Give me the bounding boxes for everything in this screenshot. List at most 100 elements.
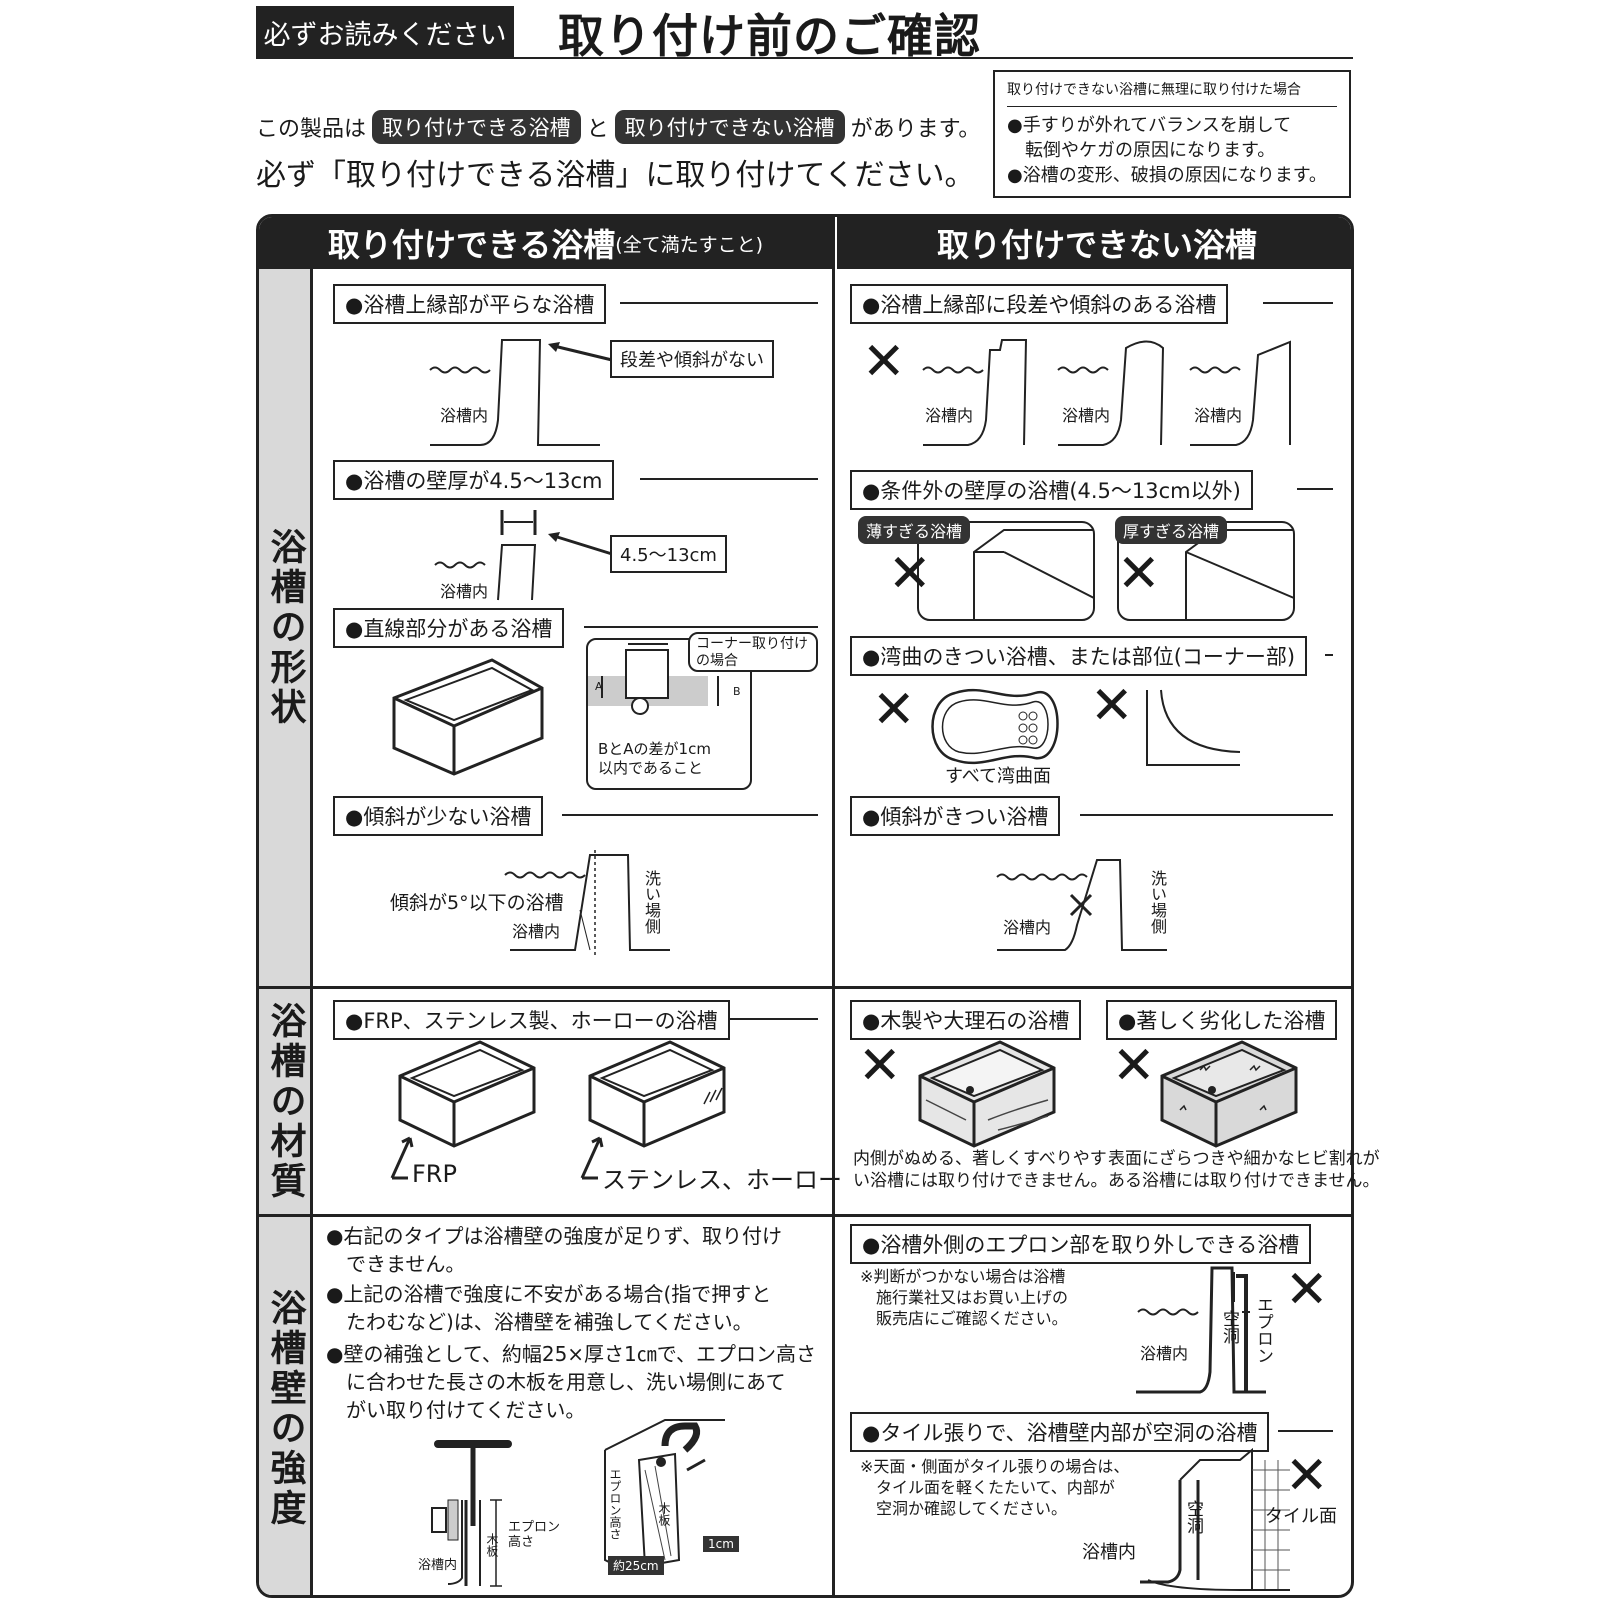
pill-not-installable: 取り付けできない浴槽 [614,110,845,144]
strength-paragraph-3: ●壁の補強として、約幅25×厚さ1㎝で、エプロン高さ に合わせた長さの木板を用意… [326,1342,816,1422]
section-text: 浴槽の材質 [264,1002,306,1202]
leader-line [640,478,818,480]
removable-apron-diagram [1136,1266,1266,1394]
column-divider [832,217,835,1595]
leader-line [1278,1430,1333,1432]
leader-line [562,814,818,816]
inside-label: 浴槽内 [1194,406,1243,425]
section-label-material: 浴槽の材質 [259,989,313,1215]
x-mark-icon: ✕ [1112,1036,1156,1096]
degraded-tub-icon [1160,1040,1298,1148]
inside-label: 浴槽内 [925,406,974,425]
strength-paragraph-2: ●上記の浴槽で強度に不安がある場合(指で押すと たわむなど)は、浴槽壁を補強して… [326,1282,772,1334]
apron-height-vertical-label: エプロン高さ [608,1468,622,1540]
x-mark-icon: ✕ [1285,1260,1329,1320]
slope-text: 傾斜が5°以下の浴槽 [390,892,564,914]
frp-tub-icon [398,1040,536,1148]
intro-text: この製品は [256,117,367,142]
warning-item: 転倒やケガの原因になります。 [1007,140,1276,161]
strength-paragraph-1: ●右記のタイプは浴槽壁の強度が足りず、取り付け できません。 [326,1224,783,1276]
callout-arrow [548,532,613,556]
x-mark-icon: ✕ [872,680,916,740]
apron-label: エプロン [1253,1296,1273,1364]
row-divider [259,1214,1351,1217]
label-step-rim: ●浴槽上縁部に段差や傾斜のある浴槽 [850,284,1229,324]
tile-face-label: タイル面 [1265,1506,1337,1527]
tile-wall-diagram [1140,1447,1290,1591]
steep-slope-diagram [996,859,1167,951]
leader-line [584,626,818,628]
read-first-badge: 必ずお読みください [256,6,514,58]
inside-label: 浴槽内 [1140,1344,1189,1363]
corner-detail-diagram [588,643,719,715]
warning-item: ●浴槽の変形、破損の原因になります。 [1007,165,1327,186]
callout-arrow [548,342,613,362]
tub-box-diagram [392,658,544,776]
wash-side-label: 洗い場側 [642,870,661,934]
label-curved: ●湾曲のきつい浴槽、または部位(コーナー部) [850,636,1308,676]
wood-tub-icon [918,1040,1056,1148]
degraded-note: 表面にざらつきや細かなヒビ割れが ある浴槽には取り付けできません。 [1108,1149,1380,1191]
intro-text: があります。 [850,117,981,142]
label-ok-materials: ●FRP、ステンレス製、ホーローの浴槽 [333,1000,730,1040]
void-label: 空洞 [1219,1310,1239,1344]
warning-title: 取り付けできない浴槽に無理に取り付けた場合 [1007,78,1337,107]
apron-height-label: エプロン 高さ [508,1520,561,1550]
thickness-1cm-badge: 1cm [703,1536,739,1552]
label-bad-thickness: ●条件外の壁厚の浴槽(4.5～13cm以外) [850,470,1253,510]
bad-thickness-diagrams [917,521,1295,621]
label-low-slope: ●傾斜が少ない浴槽 [333,796,544,836]
callout-no-step: 段差や傾斜がない [610,340,774,378]
warning-item: ●手すりが外れてバランスを崩して [1007,115,1292,136]
board-vertical-label: 木板 [657,1502,671,1526]
inside-label: 浴槽内 [1062,406,1111,425]
void-label: 空洞 [1183,1500,1203,1534]
inside-label: 浴槽内 [1003,918,1052,937]
wall-thickness-diagram [434,510,537,601]
warning-box: 取り付けできない浴槽に無理に取り付けた場合 ●手すりが外れてバランスを崩して 転… [993,70,1351,198]
width-25cm-badge: 約25cm [608,1556,664,1575]
inside-label: 浴槽内 [418,1558,458,1573]
section-text: 浴槽壁の強度 [264,1289,306,1529]
intro-line-2: 必ず「取り付けできる浴槽」に取り付けてください。 [256,158,975,193]
all-curved-label: すべて湾曲面 [945,766,1052,787]
inside-label: 浴槽内 [440,582,489,601]
column-note: (全て満たすこと) [615,233,764,256]
page-title: 取り付け前のご確認 [558,9,981,63]
x-mark-icon: ✕ [1117,544,1161,604]
column-title: 取り付けできる浴槽 [327,226,616,264]
steel-tub-icon [588,1040,726,1148]
steel-label: ステンレス、ホーロー [602,1166,842,1194]
frp-label: FRP [412,1160,457,1188]
section-text: 浴槽の形状 [264,528,306,728]
x-mark-icon: ✕ [1285,1446,1329,1506]
column-header-ok: 取り付けできる浴槽(全て満たすこと) [259,217,832,269]
pill-installable: 取り付けできる浴槽 [372,110,581,144]
low-slope-diagram [504,850,670,955]
leader-line [1297,488,1333,490]
callout-thickness-range: 4.5～13cm [610,535,727,573]
section-label-shape: 浴槽の形状 [259,269,313,987]
label-tile-void: ●タイル張りで、浴槽壁内部が空洞の浴槽 [850,1412,1270,1452]
apron-note: ※判断がつかない場合は浴槽 施行業社又はお買い上げの 販売店にご確認ください。 [860,1267,1069,1328]
inside-label: 浴槽内 [440,406,489,425]
tile-note: ※天面・側面がタイル張りの場合は、 タイル面を軽くたたいて、内部が 空洞か確認し… [860,1457,1130,1518]
label-steep-slope: ●傾斜がきつい浴槽 [850,796,1061,836]
leader-line [1080,814,1333,816]
flat-rim-diagram [429,339,600,446]
corner-label-a: A [595,680,603,693]
x-mark-icon: ✕ [888,544,932,604]
too-thin-badge: 薄すぎる浴槽 [858,516,971,544]
inside-label: 浴槽内 [512,922,561,941]
leader-line [1325,654,1333,656]
row-divider [259,986,1351,989]
reinforcement-perspective-diagram [604,1419,725,1571]
label-wall-thickness: ●浴槽の壁厚が4.5～13cm [333,460,615,500]
reinforcement-side-diagram [431,1440,512,1587]
board-label: 木板 [485,1533,499,1557]
leader-line [730,1018,818,1020]
pointer-arrow-icon [580,1136,604,1180]
curved-corner-diagram [1146,689,1241,766]
column-header-ng: 取り付けできない浴槽 [837,217,1351,269]
corner-callout: コーナー取り付け の場合 [688,632,818,672]
